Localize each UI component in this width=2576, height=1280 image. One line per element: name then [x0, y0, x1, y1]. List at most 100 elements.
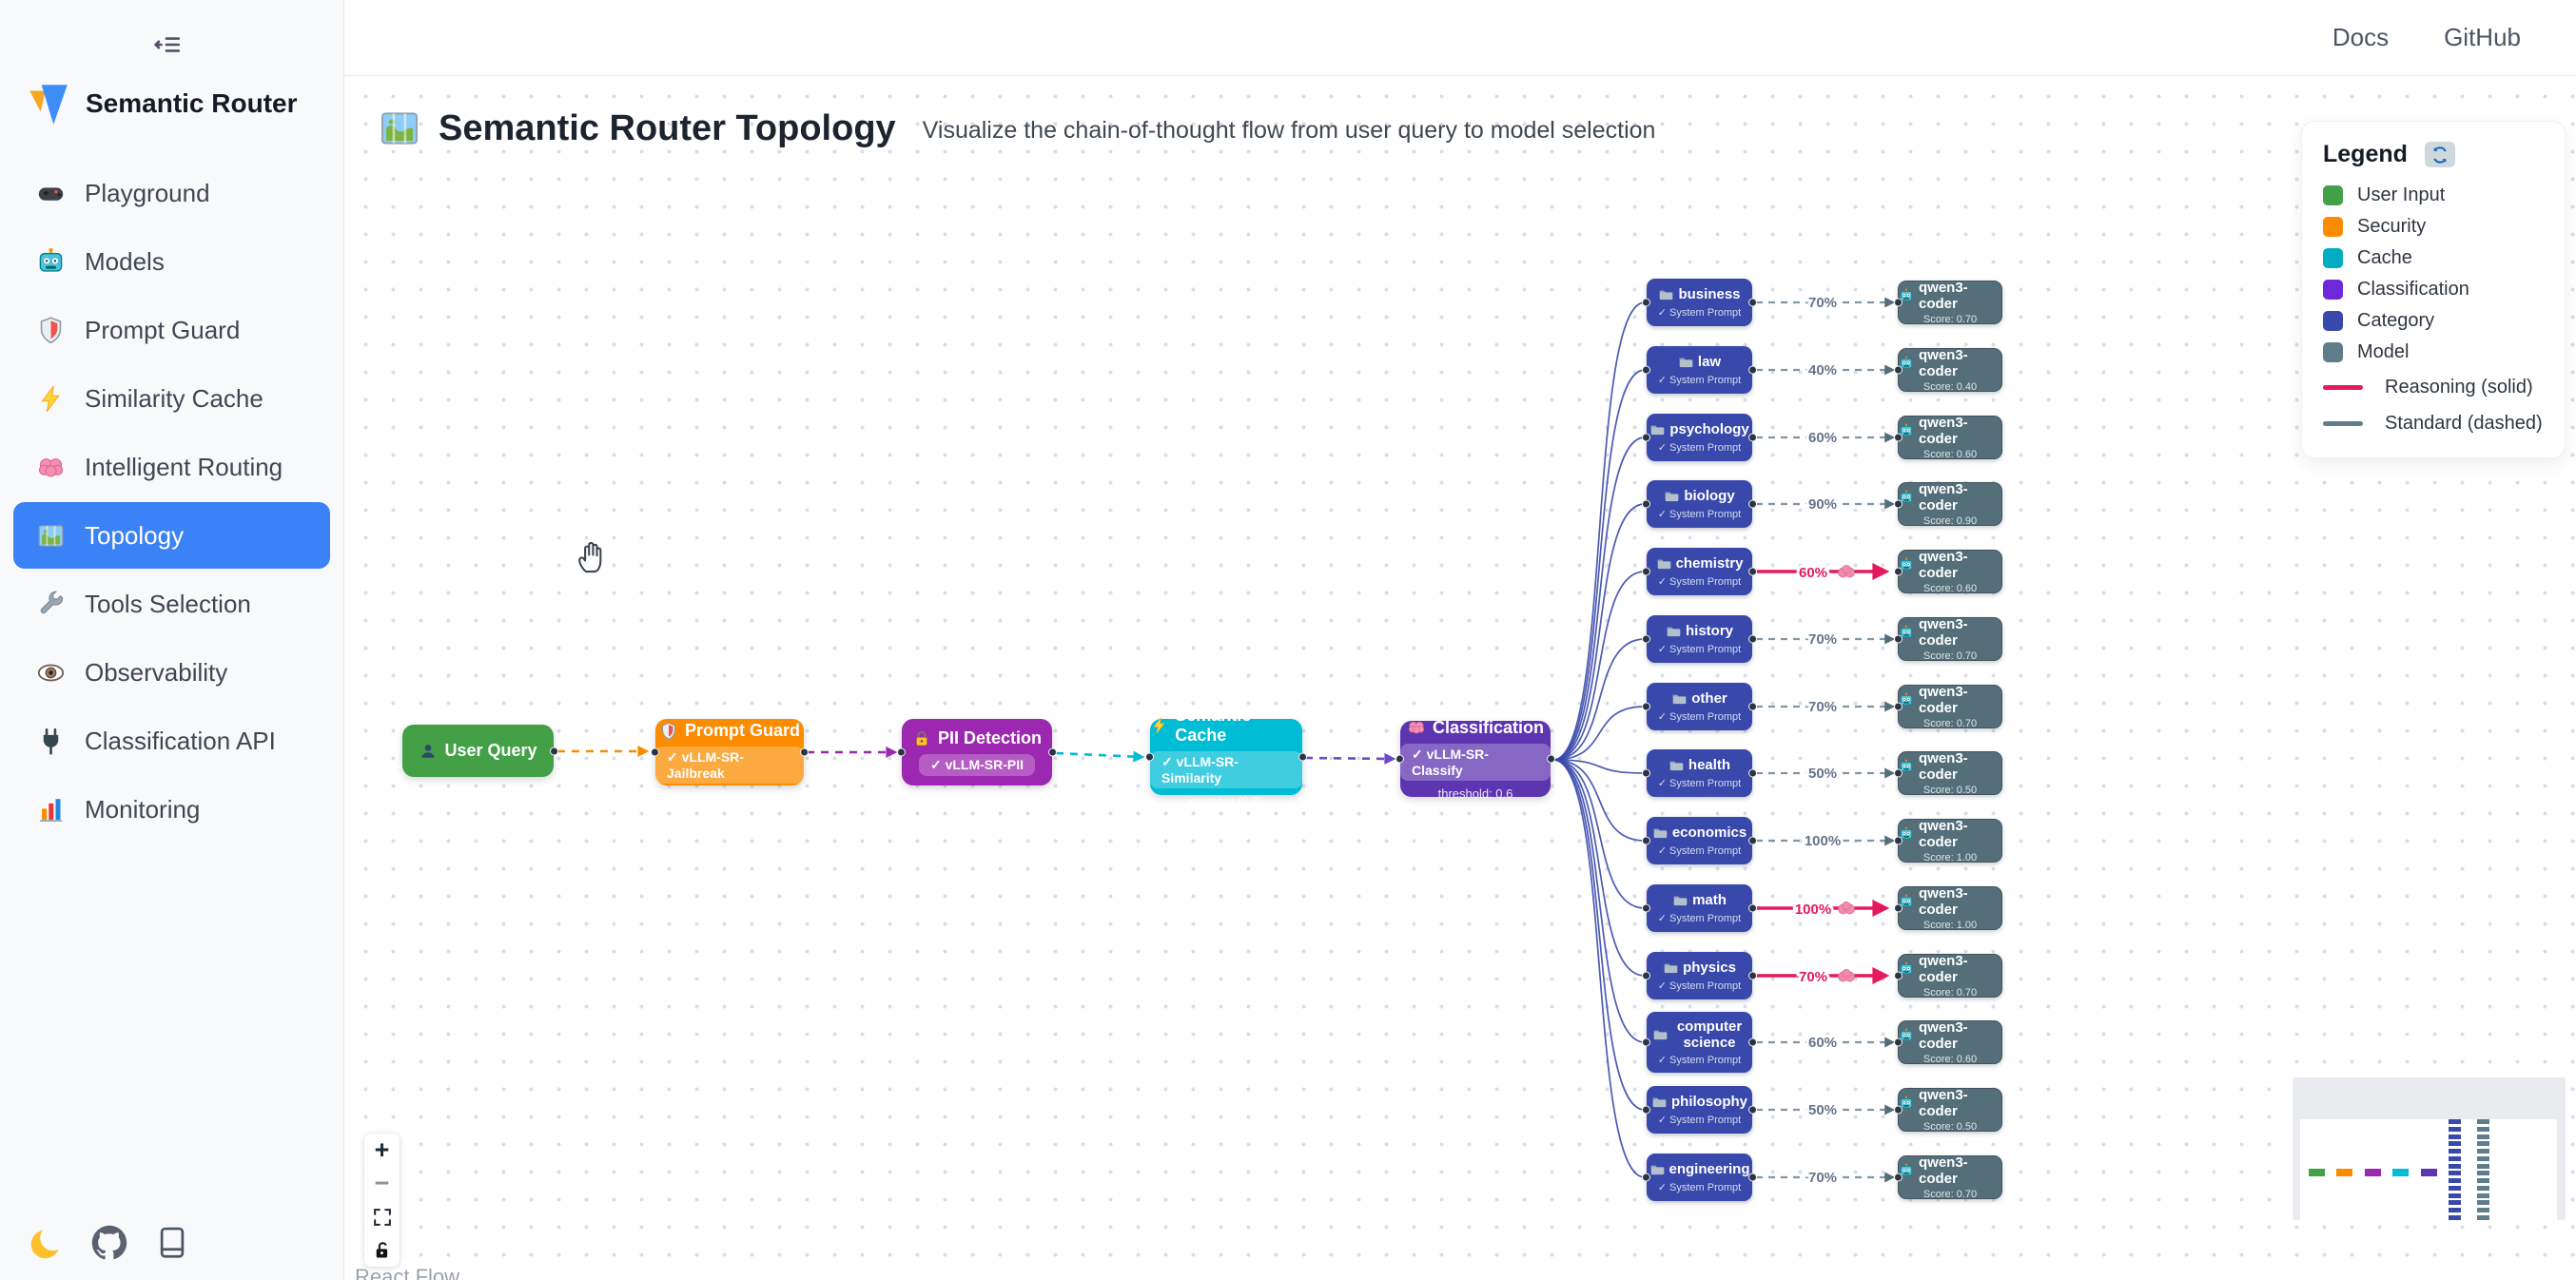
node-handle[interactable] [1642, 702, 1650, 711]
node-handle[interactable] [1642, 499, 1650, 509]
node-handle[interactable] [1145, 752, 1154, 762]
category-node-law[interactable]: law✓ System Prompt [1642, 346, 1757, 394]
category-node-philosophy[interactable]: philosophy✓ System Prompt [1642, 1086, 1757, 1134]
node-prompt-guard[interactable]: Prompt Guard ✓ vLLM-SR-Jailbreak [651, 719, 809, 785]
collapse-sidebar-button[interactable] [141, 25, 194, 65]
node-handle[interactable] [1894, 1038, 1903, 1047]
node-handle[interactable] [1894, 298, 1903, 307]
github-icon[interactable] [91, 1225, 127, 1261]
category-node-business[interactable]: business✓ System Prompt [1642, 279, 1757, 326]
category-node-economics[interactable]: economics✓ System Prompt [1642, 817, 1757, 864]
node-handle[interactable] [800, 747, 809, 757]
node-handle[interactable] [1748, 499, 1757, 509]
sidebar-item-observability[interactable]: Observability [13, 639, 330, 706]
node-handle[interactable] [1048, 747, 1057, 757]
category-node-physics[interactable]: physics✓ System Prompt [1642, 952, 1757, 999]
node-handle[interactable] [651, 747, 659, 757]
minimap[interactable] [2293, 1077, 2566, 1221]
category-node-health[interactable]: health✓ System Prompt [1642, 749, 1757, 797]
node-handle[interactable] [1748, 634, 1757, 644]
node-handle[interactable] [1642, 903, 1650, 913]
lock-button[interactable] [364, 1233, 400, 1267]
category-node-computer-science[interactable]: computer science✓ System Prompt [1642, 1012, 1757, 1073]
fit-view-button[interactable] [364, 1200, 400, 1233]
category-node-history[interactable]: history✓ System Prompt [1642, 615, 1757, 663]
node-handle[interactable] [1748, 768, 1757, 778]
node-handle[interactable] [1748, 702, 1757, 711]
node-handle[interactable] [1894, 567, 1903, 576]
node-handle[interactable] [1642, 433, 1650, 442]
node-handle[interactable] [1748, 903, 1757, 913]
node-classification[interactable]: Classification ✓ vLLM-SR-Classify thresh… [1395, 718, 1555, 801]
sidebar-item-playground[interactable]: Playground [13, 160, 330, 226]
node-semantic-cache[interactable]: Semantic Cache ✓ vLLM-SR-Similarity memo… [1145, 706, 1307, 808]
node-handle[interactable] [1894, 365, 1903, 375]
book-icon[interactable] [154, 1225, 190, 1261]
node-handle[interactable] [1894, 1105, 1903, 1115]
category-node-psychology[interactable]: psychology✓ System Prompt [1642, 414, 1757, 461]
node-handle[interactable] [1748, 1038, 1757, 1047]
github-link[interactable]: GitHub [2444, 23, 2521, 51]
category-node-chemistry[interactable]: chemistry✓ System Prompt [1642, 548, 1757, 595]
node-handle[interactable] [1642, 836, 1650, 845]
node-handle[interactable] [1894, 971, 1903, 980]
node-handle[interactable] [1748, 836, 1757, 845]
node-handle[interactable] [1748, 365, 1757, 375]
node-handle[interactable] [1748, 298, 1757, 307]
node-handle[interactable] [1748, 1173, 1757, 1182]
sidebar-item-prompt-guard[interactable]: Prompt Guard [13, 297, 330, 363]
node-handle[interactable] [550, 747, 558, 755]
sidebar-item-classification-api[interactable]: Classification API [13, 708, 330, 774]
node-user-query[interactable]: User Query [402, 725, 558, 777]
node-handle[interactable] [1642, 298, 1650, 307]
node-handle[interactable] [1642, 567, 1650, 576]
node-handle[interactable] [1894, 634, 1903, 644]
node-handle[interactable] [1395, 754, 1404, 764]
node-handle[interactable] [1642, 768, 1650, 778]
node-handle[interactable] [1748, 971, 1757, 980]
zoom-in-button[interactable]: + [374, 1135, 390, 1164]
category-node-biology[interactable]: biology✓ System Prompt [1642, 480, 1757, 528]
moon-icon[interactable] [29, 1225, 65, 1261]
node-handle[interactable] [1894, 702, 1903, 711]
reactflow-attribution[interactable]: React Flow [355, 1265, 460, 1280]
node-handle[interactable] [1894, 433, 1903, 442]
category-node-other[interactable]: other✓ System Prompt [1642, 683, 1757, 730]
node-handle[interactable] [1894, 768, 1903, 778]
refresh-icon[interactable] [2424, 142, 2455, 167]
node-pii-detection[interactable]: PII Detection ✓ vLLM-SR-PII [897, 719, 1057, 785]
node-handle[interactable] [1894, 499, 1903, 509]
node-handle[interactable] [1642, 634, 1650, 644]
sidebar-item-monitoring[interactable]: Monitoring [13, 776, 330, 843]
node-handle[interactable] [1748, 1105, 1757, 1115]
sidebar-item-models[interactable]: Models [13, 228, 330, 295]
sidebar-item-tools-selection[interactable]: Tools Selection [13, 571, 330, 637]
node-handle[interactable] [1894, 836, 1903, 845]
node-handle[interactable] [897, 747, 906, 757]
node-handle[interactable] [1894, 903, 1903, 913]
flow-canvas[interactable]: 70%40%60%90%60%70%70%50%100%100%70%60%50… [343, 76, 2576, 1280]
zoom-out-button[interactable]: − [374, 1169, 390, 1197]
node-handle[interactable] [1642, 1105, 1650, 1115]
sidebar-item-similarity-cache[interactable]: Similarity Cache [13, 365, 330, 432]
node-handle[interactable] [1547, 754, 1555, 764]
node-handle[interactable] [1748, 433, 1757, 442]
node-handle[interactable] [1894, 1173, 1903, 1182]
node-handle[interactable] [1642, 1173, 1650, 1182]
node-handle[interactable] [1298, 752, 1307, 762]
node-handle[interactable] [1642, 1038, 1650, 1047]
node-handle[interactable] [1642, 365, 1650, 375]
